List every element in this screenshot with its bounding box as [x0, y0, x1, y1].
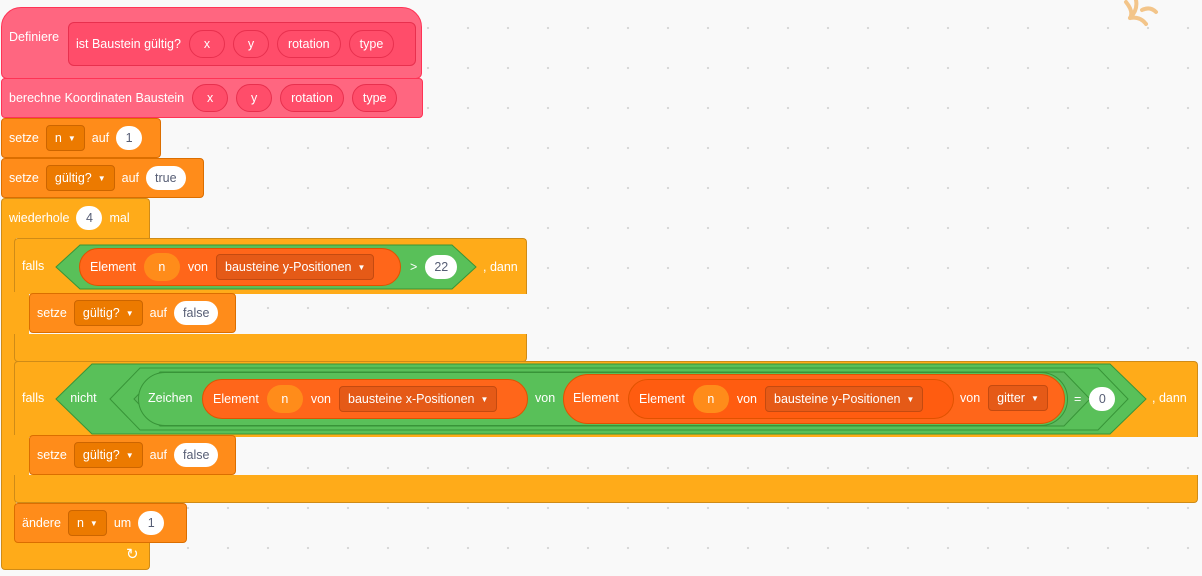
define-name: ist Baustein gültig? — [76, 37, 181, 51]
repeat-suffix: mal — [109, 211, 130, 225]
list-dropdown-grid[interactable]: gitter▼ — [988, 385, 1048, 411]
to-label-if2: auf — [149, 448, 168, 462]
letter-label: Zeichen — [148, 391, 193, 405]
item-inner-label: Element — [639, 392, 685, 406]
if-2-label: falls — [22, 391, 45, 405]
index-var-n-1[interactable]: n — [143, 253, 180, 281]
not-label: nicht — [70, 391, 97, 405]
index-var-n-y[interactable]: n — [692, 385, 729, 413]
set-valid-to: auf — [121, 171, 140, 185]
index-var-n-x[interactable]: n — [266, 385, 303, 413]
if-2-footer — [14, 475, 1198, 503]
arg-x[interactable]: x — [192, 84, 229, 112]
change-label: ändere — [22, 516, 61, 530]
then-label-2: , dann — [1152, 391, 1187, 405]
if-2-arm — [14, 435, 29, 477]
to-label-if1: auf — [149, 306, 168, 320]
define-label: Definiere — [9, 30, 60, 44]
call-name: berechne Koordinaten Baustein — [9, 91, 185, 105]
compare-value-22[interactable]: 22 — [425, 255, 458, 279]
repeat-label: wiederhole — [9, 211, 70, 225]
of-label-y: von — [736, 392, 758, 406]
var-dropdown-n[interactable]: n▼ — [45, 125, 85, 151]
equals-op: = — [1074, 392, 1082, 406]
false-value-if2[interactable]: false — [174, 443, 219, 467]
var-dropdown-n-change[interactable]: n▼ — [67, 510, 107, 536]
loop-arrow-icon: ↻ — [126, 546, 139, 563]
item-label-x: Element — [213, 392, 259, 406]
param-x[interactable]: x — [188, 30, 225, 58]
list-dropdown-y-2[interactable]: bausteine y-Positionen▼ — [765, 386, 924, 412]
item-outer-label: Element — [573, 391, 619, 405]
arg-type[interactable]: type — [351, 84, 398, 112]
greater-than-op: > — [410, 260, 418, 274]
arg-rotation[interactable]: rotation — [280, 84, 344, 112]
if-1-footer — [14, 334, 527, 362]
change-by: um — [113, 516, 132, 530]
repeat-count[interactable]: 4 — [76, 206, 103, 230]
then-label-1: , dann — [483, 260, 518, 274]
if-1-arm — [14, 292, 29, 337]
var-dropdown-valid-if2[interactable]: gültig?▼ — [73, 442, 143, 468]
var-dropdown-valid[interactable]: gültig?▼ — [45, 165, 115, 191]
set-label-if2: setze — [37, 448, 67, 462]
set-valid-label: setze — [9, 171, 39, 185]
set-n-label: setze — [9, 131, 39, 145]
change-value[interactable]: 1 — [138, 511, 165, 535]
list-dropdown-y-1[interactable]: bausteine y-Positionen▼ — [216, 254, 375, 280]
repeat-block[interactable] — [1, 198, 150, 238]
set-n-to: auf — [91, 131, 110, 145]
repeat-arm — [1, 236, 16, 536]
set-n-value[interactable]: 1 — [116, 126, 143, 150]
if-1-label: falls — [22, 259, 45, 273]
param-rotation[interactable]: rotation — [276, 30, 341, 58]
false-value-if1[interactable]: false — [174, 301, 219, 325]
list-dropdown-x[interactable]: bausteine x-Positionen▼ — [339, 386, 498, 412]
of-label-grid: von — [960, 391, 981, 405]
of-label-letter: von — [535, 391, 556, 405]
set-label-if1: setze — [37, 306, 67, 320]
of-label-1: von — [187, 260, 209, 274]
item-label-1: Element — [90, 260, 136, 274]
param-type[interactable]: type — [348, 30, 395, 58]
set-valid-value[interactable]: true — [146, 166, 186, 190]
of-label-x: von — [310, 392, 332, 406]
param-y[interactable]: y — [232, 30, 269, 58]
arg-y[interactable]: y — [236, 84, 273, 112]
equals-value-0[interactable]: 0 — [1089, 387, 1116, 411]
var-dropdown-valid-if1[interactable]: gültig?▼ — [73, 300, 143, 326]
